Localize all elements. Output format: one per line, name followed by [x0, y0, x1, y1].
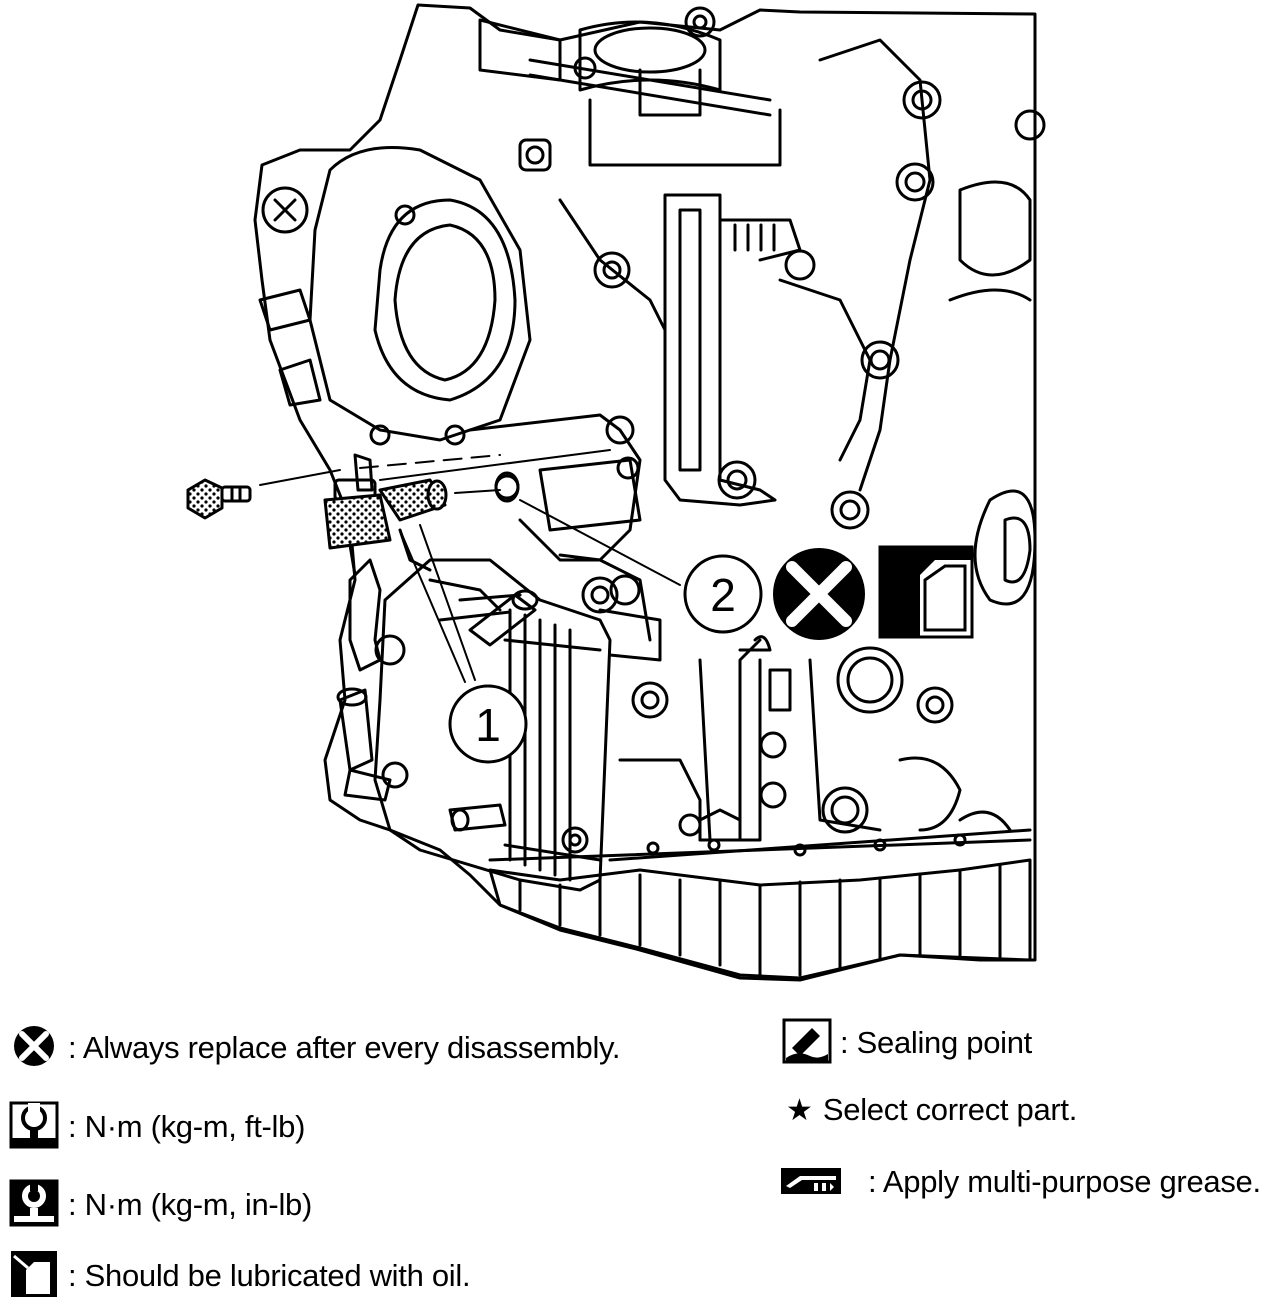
oil-cooler-body: [373, 558, 612, 892]
legend-torque-inlb-text: : N·m (kg-m, in-lb): [68, 1187, 313, 1222]
legend-item-replace: : Always replace after every disassembly…: [8, 1024, 621, 1073]
svg-text:2: 2: [710, 569, 736, 621]
wrench-filled-icon: [8, 1178, 60, 1233]
cylinder-bore-opening: [373, 198, 517, 402]
x-circle-icon: [8, 1024, 60, 1073]
svg-text:1: 1: [475, 699, 501, 751]
legend-lubricate-text: : Should be lubricated with oil.: [68, 1258, 471, 1293]
engine-block-outline: [253, 3, 1037, 982]
o-ring-seal: [494, 471, 520, 503]
legend-sealing-text: : Sealing point: [840, 1025, 1032, 1060]
grease-gun-icon: [780, 1164, 842, 1201]
legend-item-torque-inlb: : N·m (kg-m, in-lb): [8, 1178, 313, 1233]
legend-item-sealing: : Sealing point: [782, 1018, 1032, 1068]
star-icon: ★: [786, 1092, 813, 1128]
legend-item-torque-ftlb: : N·m (kg-m, ft-lb): [8, 1100, 306, 1155]
connector-bolt: [186, 478, 224, 520]
oil-pan: [488, 858, 1032, 980]
oil-can-icon: [878, 545, 974, 639]
legend-item-select-part: ★ Select correct part.: [786, 1088, 1077, 1132]
legend-torque-ftlb-text: : N·m (kg-m, ft-lb): [68, 1109, 306, 1144]
sealant-tube-icon: [782, 1018, 832, 1069]
x-circle-icon: [773, 548, 865, 640]
union-bolt-connector: [323, 493, 392, 550]
legend-item-lubricate: : Should be lubricated with oil.: [8, 1248, 471, 1305]
callout-2: 2: [683, 554, 763, 634]
legend-replace-text: : Always replace after every disassembly…: [68, 1030, 621, 1065]
wrench-open-icon: [8, 1100, 60, 1155]
legend-item-grease: : Apply multi-purpose grease.: [780, 1160, 1261, 1204]
legend-select-part-text: Select correct part.: [822, 1092, 1078, 1127]
engine-oil-cooler-diagram: 1 2: [186, 3, 1046, 982]
legend-grease-text: : Apply multi-purpose grease.: [868, 1164, 1261, 1199]
callout-1: 1: [448, 684, 528, 764]
oil-can-icon: [8, 1248, 60, 1305]
